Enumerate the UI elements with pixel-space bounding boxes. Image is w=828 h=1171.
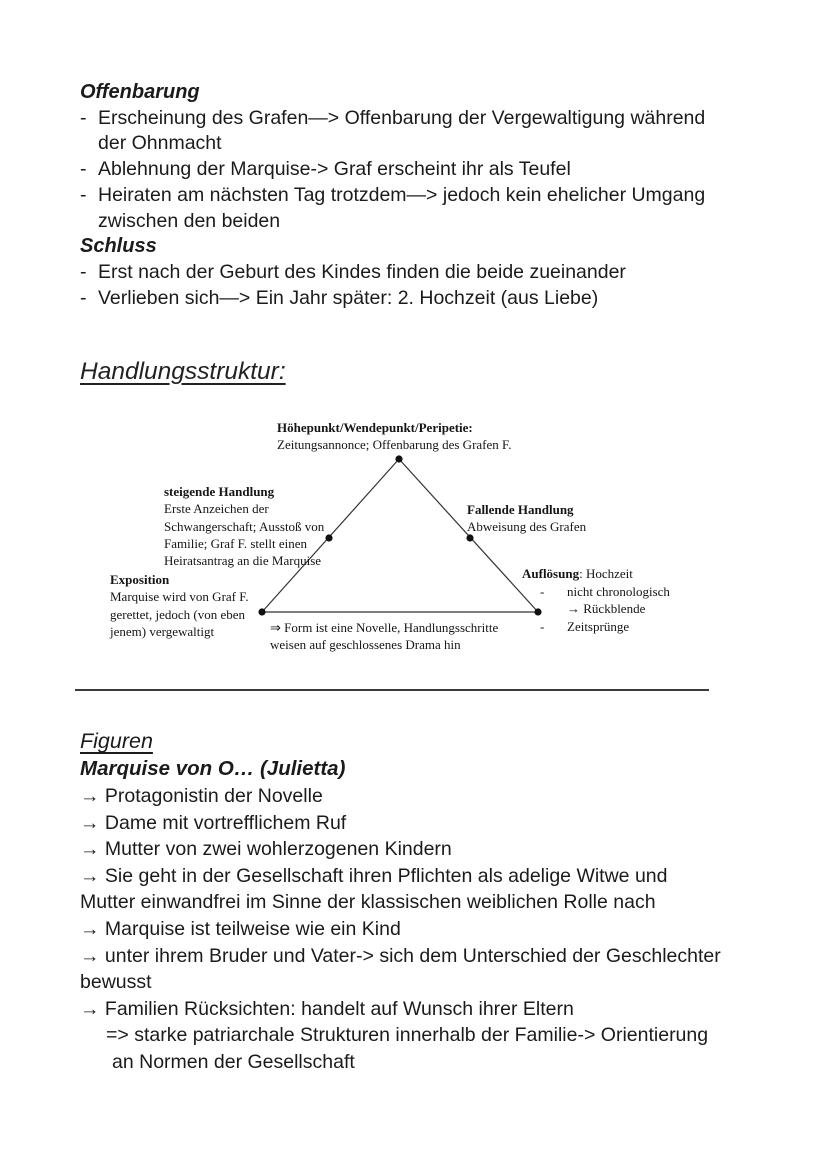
label-text: ⇒ Form ist eine Novelle, Handlungsschrit… [270,620,499,635]
label-title: Exposition [110,572,170,587]
heading-offenbarung: Offenbarung [80,81,200,103]
label-fallende-handlung: Fallende Handlung Abweisung des Grafen [467,501,586,536]
label-title: Höhepunkt/Wendepunkt/Peripetie: [277,420,473,435]
text-line: => starke patriarchale Strukturen innerh… [106,1024,709,1047]
label-text: jenem) vergewaltigt [110,623,215,639]
dash-bullet: - [80,158,87,181]
falling-point-dot [466,534,474,542]
text-line: Erst nach der Geburt des Kindes finden d… [98,260,626,283]
text-line: → Familien Rücksichten: handelt auf Wuns… [80,997,574,1020]
apex-point-dot [395,455,403,463]
label-hoehepunkt: Höhepunkt/Wendepunkt/Peripetie: Zeitungs… [277,419,511,454]
horizontal-divider [75,689,709,691]
label-text: weisen auf geschlossenes Drama hin [270,637,461,653]
text-line: der Ohnmacht [98,132,222,155]
dash-bullet: - [540,618,545,634]
text-line: → unter ihrem Bruder und Vater-> sich de… [80,944,721,967]
label-title: Auflösung [522,566,580,581]
heading-handlungsstruktur: Handlungsstruktur: [80,358,286,385]
list-item: - Ablehnung der Marquise-> Graf erschein… [80,157,772,183]
label-text: : Hochzeit [579,566,633,581]
text-line: → Marquise ist teilweise wie ein Kind [80,917,401,940]
label-title: steigende Handlung [164,484,275,499]
resolution-point-dot [534,608,542,616]
arrow-item: → unter ihrem Bruder und Vater-> sich de… [80,943,780,996]
arrow-item: → Familien Rücksichten: handelt auf Wuns… [80,996,780,1023]
text-line: zwischen den beiden [98,209,281,232]
list-item: - Erst nach der Geburt des Kindes finden… [80,260,772,286]
text-line: → Protagonistin der Novelle [80,785,323,807]
label-text: Familie; Graf F. stellt einen [164,535,308,551]
plot-notes-section: Offenbarung - Erscheinung des Grafen—> O… [80,80,772,311]
list-item-text: Verlieben sich—> Ein Jahr später: 2. Hoc… [98,286,598,312]
list-item: - Verlieben sich—> Ein Jahr später: 2. H… [80,286,772,312]
label-aufloesung: Auflösung: Hochzeit [522,565,633,582]
label-text: → Rückblende [567,601,646,617]
sublist-row: - nicht chronologisch [540,583,670,600]
label-title: Fallende Handlung [467,502,574,517]
list-item: - Heiraten am nächsten Tag trotzdem—> je… [80,183,772,234]
text-line: → Sie geht in der Gesellschaft ihren Pfl… [80,864,668,887]
dash-bullet: - [80,286,87,309]
arrow-item: → Mutter von zwei wohlerzogenen Kindern [80,836,780,863]
label-text: nicht chronologisch [567,584,670,599]
dash-bullet [540,600,567,617]
label-text: Zeitsprünge [567,618,630,634]
arrow-item: → Sie geht in der Gesellschaft ihren Pfl… [80,863,780,916]
label-text: Marquise wird von Graf F. [110,589,249,605]
dash-bullet: - [80,183,87,206]
label-exposition: Exposition Marquise wird von Graf F. ger… [110,571,249,640]
text-line: Mutter einwandfrei im Sinne der klassisc… [80,891,656,914]
text-line: Ablehnung der Marquise-> Graf erscheint … [98,158,571,181]
list-item-text: Heiraten am nächsten Tag trotzdem—> jedo… [98,183,705,234]
dash-bullet: - [80,106,87,129]
heading-schluss: Schluss [80,235,157,258]
list-item-text: Erscheinung des Grafen—> Offenbarung der… [98,106,705,157]
label-text: Erste Anzeichen der [164,501,269,517]
label-steigende-handlung: steigende Handlung Erste Anzeichen der S… [164,483,324,569]
text-line: Erscheinung des Grafen—> Offenbarung der… [98,106,706,129]
dash-bullet: - [540,584,545,599]
label-text: gerettet, jedoch (von eben [110,606,245,622]
dash-bullet: - [80,260,87,283]
label-text: Zeitungsannonce; Offenbarung des Grafen … [277,437,512,453]
structure-triangle [258,455,542,616]
arrow-item: → Protagonistin der Novelle [80,783,780,810]
sublist-row: - Zeitsprünge [540,618,670,635]
rising-point-dot [325,534,333,542]
heading-figuren: Figuren [80,729,153,753]
exposition-point-dot [258,608,266,616]
figuren-section: Figuren Marquise von O… (Julietta) → Pro… [80,727,780,1076]
text-line: bewusst [80,971,152,994]
list-item-text: Ablehnung der Marquise-> Graf erscheint … [98,157,571,183]
sublist-row: → Rückblende [540,600,670,617]
text-line: → Mutter von zwei wohlerzogenen Kindern [80,838,452,861]
label-text: Heiratsantrag an die Marquise [164,553,322,569]
label-form-note: ⇒ Form ist eine Novelle, Handlungsschrit… [270,619,498,654]
arrow-item: → Dame mit vortrefflichem Ruf [80,810,780,837]
text-line: → Dame mit vortrefflichem Ruf [80,811,347,834]
list-item-text: Erst nach der Geburt des Kindes finden d… [98,260,626,286]
label-text: Abweisung des Grafen [467,519,587,535]
aufloesung-sublist: - nicht chronologisch → Rückblende - Zei… [540,583,670,635]
label-text: Schwangerschaft; Ausstoß von [164,518,325,534]
arrow-item: → Marquise ist teilweise wie ein Kind [80,916,780,943]
subheading-marquise: Marquise von O… (Julietta) [80,757,346,780]
arrow-subitem: => starke patriarchale Strukturen innerh… [80,1022,780,1075]
text-line: an Normen der Gesellschaft [112,1050,355,1073]
text-line: Heiraten am nächsten Tag trotzdem—> jedo… [98,183,706,206]
text-line: Verlieben sich—> Ein Jahr später: 2. Hoc… [98,286,599,309]
plot-structure-diagram: Höhepunkt/Wendepunkt/Peripetie: Zeitungs… [0,410,828,670]
list-item: - Erscheinung des Grafen—> Offenbarung d… [80,106,772,157]
